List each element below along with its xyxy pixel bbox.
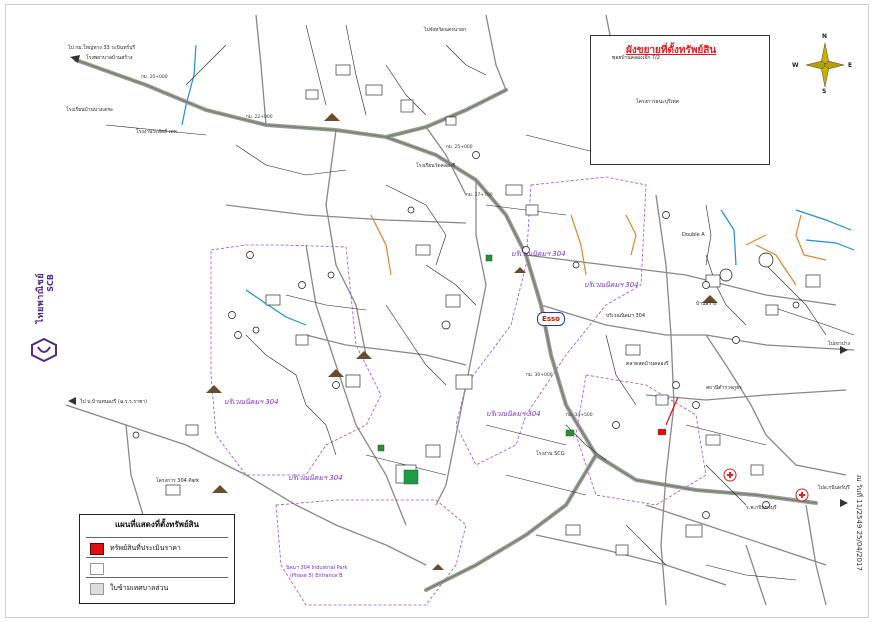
map-sheet: ไทยพาณิชย์ SCB ผังขยายที่ตั้งทรัพย์สิน ซ… [5, 4, 869, 618]
place-label: Double A [682, 232, 705, 238]
map-date: ณ วันที่ 11/2549 25/04/2017 [855, 475, 863, 571]
place-label: ไป กม.ใหญ่ทาง 33 ระบินทร์บุรี [68, 45, 136, 51]
place-label: บ้านสร้าง [696, 301, 717, 307]
brand-code: SCB [46, 274, 55, 292]
zone-label: บริเวณนิคมฯ 304 [584, 281, 639, 289]
legend-row [86, 557, 228, 578]
legend-title: แผนที่แสดงที่ตั้งทรัพย์สิน [115, 520, 199, 529]
compass-s: S [822, 88, 827, 95]
km-marker: กม. 34+500 [566, 413, 593, 418]
km-marker: กม. 20+000 [141, 75, 168, 80]
map-legend: แผนที่แสดงที่ตั้งทรัพย์สิน ทรัพย์สินที่ป… [79, 514, 235, 604]
park-label-1: นิคมฯ 304 Industrial Park [286, 565, 348, 571]
temple-markers [206, 113, 718, 570]
km-marker: กม. 22+000 [246, 115, 273, 120]
inset-site-label: โครงการธนะบุรีเทค [636, 99, 680, 105]
secondary-roads [65, 14, 855, 606]
scb-logo-icon [31, 337, 57, 363]
compass-e: E [848, 62, 853, 69]
hospital-markers [723, 468, 809, 502]
zone-boundaries [210, 176, 707, 606]
park-label-2: (Phase 5) Entrance B [290, 573, 343, 579]
legend-row: ใบข้ามเทศบาลส่วน [86, 577, 228, 598]
poi-circles [132, 151, 800, 519]
place-label: สถานีตำรวจภูธร [706, 385, 742, 391]
map-canvas [65, 14, 855, 606]
place-label: ไป บ.บ้านหนองรี (ฉ.ร.ร.ราชา) [80, 399, 148, 405]
zone-label: บริเวณนิคมฯ 304 [486, 410, 541, 418]
legend-row: ทรัพย์สินที่ประเมินราคา [86, 537, 228, 558]
place-label: ไปเขาปาง [828, 341, 851, 347]
place-label: โรงงาน SCG [536, 451, 565, 457]
compass-w: W [792, 62, 799, 69]
place-label: โรงเรียนบ้านบางเดชะ [66, 107, 114, 113]
legend-label: ทรัพย์สินที่ประเมินราคา [110, 544, 181, 552]
building-footprints [165, 64, 821, 556]
green-markers [377, 254, 575, 485]
place-label: โครงการ 304 Park [156, 478, 200, 484]
direction-arrows [68, 55, 848, 507]
waterways [181, 44, 855, 326]
legend-swatch-red [90, 543, 104, 555]
place-label: โรงเรียนวัดคลองรี [416, 163, 456, 169]
place-label: โรงพยาบาลบ้านสร้าง [86, 55, 133, 61]
place-label: ตลาดสดบ้านคลองรี [626, 361, 669, 367]
compass-rose-icon [805, 42, 845, 88]
place-label: ไปอ.กบินทร์บุรี [818, 485, 850, 491]
zone-label: บริเวณนิคมฯ 304 [224, 398, 279, 406]
km-marker: กม. 25+000 [446, 145, 473, 150]
place-label: บริเวณนิคมฯ 304 [606, 313, 646, 319]
legend-label: ใบข้ามเทศบาลส่วน [110, 584, 169, 592]
minor-roads [105, 24, 855, 581]
place-label: ร.พ.กบินทร์บุรี [746, 505, 777, 511]
place-label: โรงงานระสัสส์ เทค [136, 129, 177, 135]
zone-label: บริเวณนิคมฯ 304 [511, 250, 566, 258]
subject-property [658, 396, 679, 435]
legend-swatch-blank [90, 563, 104, 575]
legend-swatch-grey [90, 583, 104, 595]
km-marker: กม. 27+700 [466, 193, 493, 198]
km-marker: กม. 30+000 [526, 373, 553, 378]
inset-title: ผังขยายที่ตั้งทรัพย์สิน [626, 45, 717, 56]
place-label: ไปจังหวัดนครนายก [424, 27, 467, 33]
location-inset [590, 35, 770, 165]
compass-n: N [822, 33, 828, 40]
zone-label: บริเวณนิคมฯ 304 [288, 474, 343, 482]
inset-road-label: ซอยบ้านคลองเจ๊ก 7/2 [612, 55, 660, 61]
esso-station-icon: Esso [537, 312, 565, 326]
